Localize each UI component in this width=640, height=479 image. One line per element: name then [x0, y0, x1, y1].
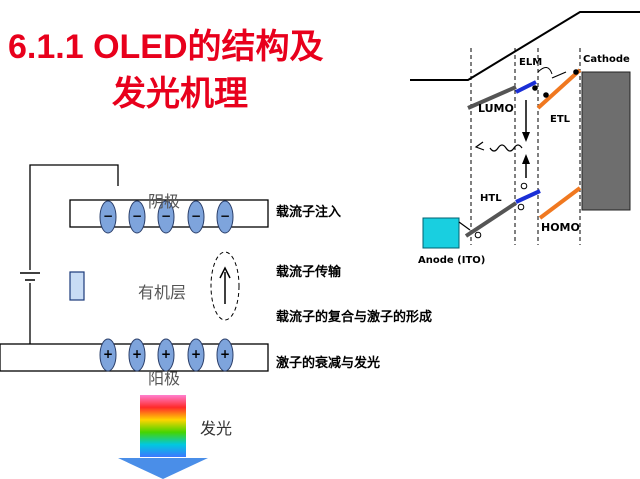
eml-lumo-level — [515, 80, 537, 94]
electron-sign: − — [160, 209, 172, 223]
hole-rise-arrow-head — [522, 154, 530, 164]
hole-sign: + — [131, 347, 143, 361]
organic-layer-box — [69, 271, 85, 301]
electron-hop-arrow — [537, 67, 553, 75]
step-exciton-formation: 载流子的复合与激子的形成 — [276, 310, 433, 325]
homo-label: HOMO — [541, 221, 580, 234]
cathode-electron — [187, 200, 205, 234]
hole-sign: + — [160, 347, 172, 361]
vacuum-level-line — [410, 11, 640, 81]
photon-wave — [489, 144, 523, 152]
page-title-line1: 6.1.1 OLED的结构及 — [8, 28, 324, 66]
anode-hole — [187, 338, 205, 372]
hole-sign: + — [219, 347, 231, 361]
electron-drop-arrow-head — [522, 132, 530, 142]
etl-homo-level — [538, 186, 582, 220]
hole-dot — [474, 231, 482, 239]
hole-dot — [517, 203, 525, 211]
cathode-charges — [99, 200, 234, 234]
eml-homo-level — [515, 189, 541, 204]
electron-sign: − — [131, 209, 143, 223]
electron-dot — [532, 85, 538, 91]
step-carrier-injection: 载流子注入 — [276, 205, 342, 220]
transport-dashed-ellipse — [210, 251, 240, 321]
circuit-wire — [29, 164, 119, 270]
anode-hole — [99, 338, 117, 372]
electron-dot — [543, 92, 549, 98]
anode-ito-label: Anode (ITO) — [418, 255, 486, 266]
anode-hole — [216, 338, 234, 372]
hole-dot — [520, 182, 528, 190]
anode-hole — [157, 338, 175, 372]
electron-sign: − — [190, 209, 202, 223]
cathode-block — [581, 71, 631, 211]
electron-sign: − — [219, 209, 231, 223]
etl-lumo-level — [536, 68, 582, 110]
emission-arrow-body — [140, 395, 186, 457]
cathode-electron — [128, 200, 146, 234]
lumo-label: LUMO — [478, 102, 514, 115]
elm-label: ELM — [519, 57, 543, 68]
photon-arrow-head — [474, 141, 485, 151]
cathode-label: 阴极 — [148, 192, 181, 211]
etl-label: ETL — [550, 114, 571, 125]
anode-charges — [99, 338, 234, 372]
electron-sign: − — [102, 209, 114, 223]
energy-level-diagram — [410, 11, 640, 249]
emission-label: 发光 — [200, 419, 233, 438]
hole-sign: + — [190, 347, 202, 361]
anode-hole — [128, 338, 146, 372]
hole-sign: + — [102, 347, 114, 361]
cathode-electron — [216, 200, 234, 234]
electron-injection-arrow — [551, 71, 567, 79]
cathode-electron — [157, 200, 175, 234]
htl-homo-level — [464, 201, 518, 238]
htl-label: HTL — [480, 193, 502, 204]
step-exciton-decay-emission: 激子的衰减与发光 — [276, 356, 381, 371]
htl-lumo-level — [467, 85, 517, 110]
page-title-line2: 发光机理 — [112, 75, 248, 113]
hole-injection-arrow — [458, 221, 471, 231]
transport-arrow-head — [219, 266, 231, 279]
electron-dot — [573, 69, 579, 75]
anode-block — [422, 217, 460, 249]
cathode-electron — [99, 200, 117, 234]
step-carrier-transport: 载流子传输 — [276, 265, 342, 280]
cathode-material-label: Cathode — [583, 54, 630, 65]
organic-layer-label: 有机层 — [138, 283, 187, 302]
anode-label: 阳极 — [148, 369, 181, 388]
emission-arrow-head — [118, 458, 208, 479]
